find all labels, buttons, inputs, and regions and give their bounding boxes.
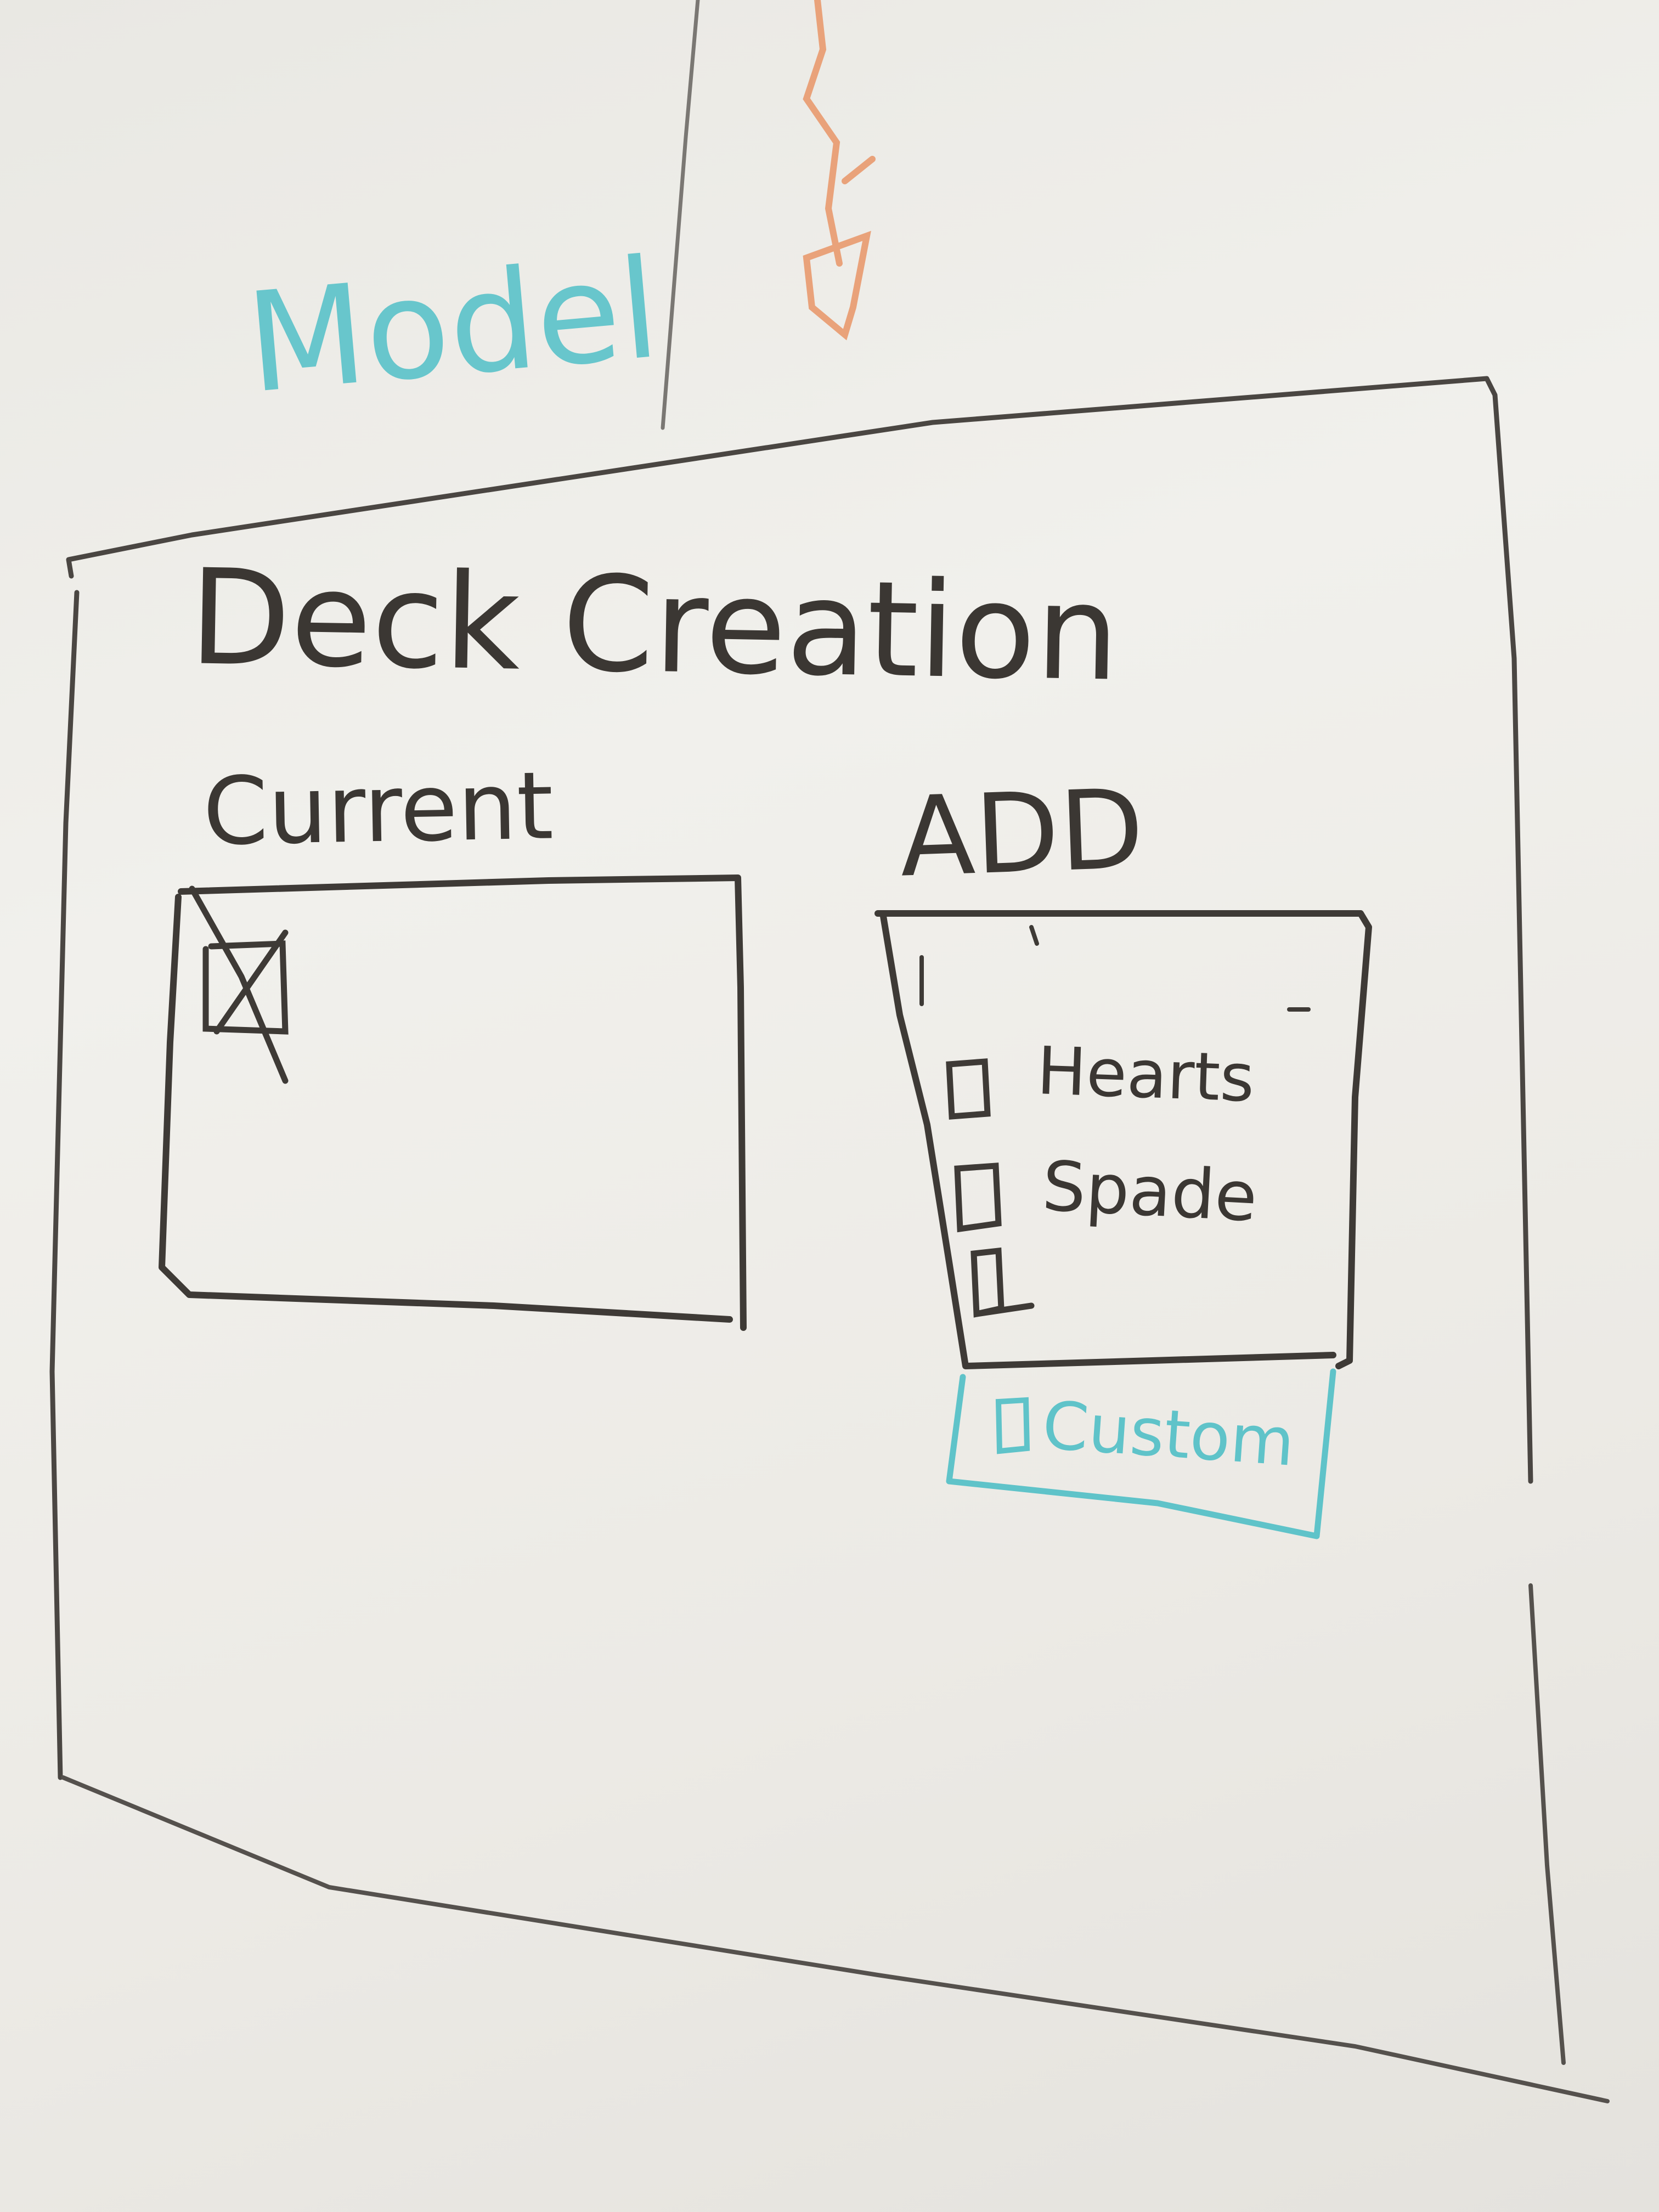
checked-checkbox-icon bbox=[189, 885, 289, 1084]
board-divider-line bbox=[661, 0, 700, 430]
current-panel-box bbox=[159, 874, 747, 1331]
hearts-option-label: Hearts bbox=[1035, 1033, 1256, 1117]
model-note: Model bbox=[240, 228, 665, 424]
spade-option-label: Spade bbox=[1040, 1146, 1260, 1238]
orange-arrow-icon bbox=[803, 0, 876, 341]
add-panel-heading: ADD bbox=[898, 765, 1146, 902]
window-outline bbox=[66, 376, 1533, 1484]
hearts-checkbox-icon bbox=[946, 1058, 991, 1120]
current-panel-heading: Current bbox=[202, 752, 555, 867]
custom-option-box bbox=[946, 1368, 1336, 1539]
custom-option-label: Custom bbox=[1040, 1387, 1297, 1481]
custom-checkbox-icon bbox=[995, 1397, 1030, 1454]
add-panel-box bbox=[874, 910, 1372, 1369]
third-checkbox-icon bbox=[970, 1247, 1035, 1318]
spade-checkbox-icon bbox=[954, 1163, 1002, 1233]
window-title: Deck Creation bbox=[188, 540, 1121, 710]
